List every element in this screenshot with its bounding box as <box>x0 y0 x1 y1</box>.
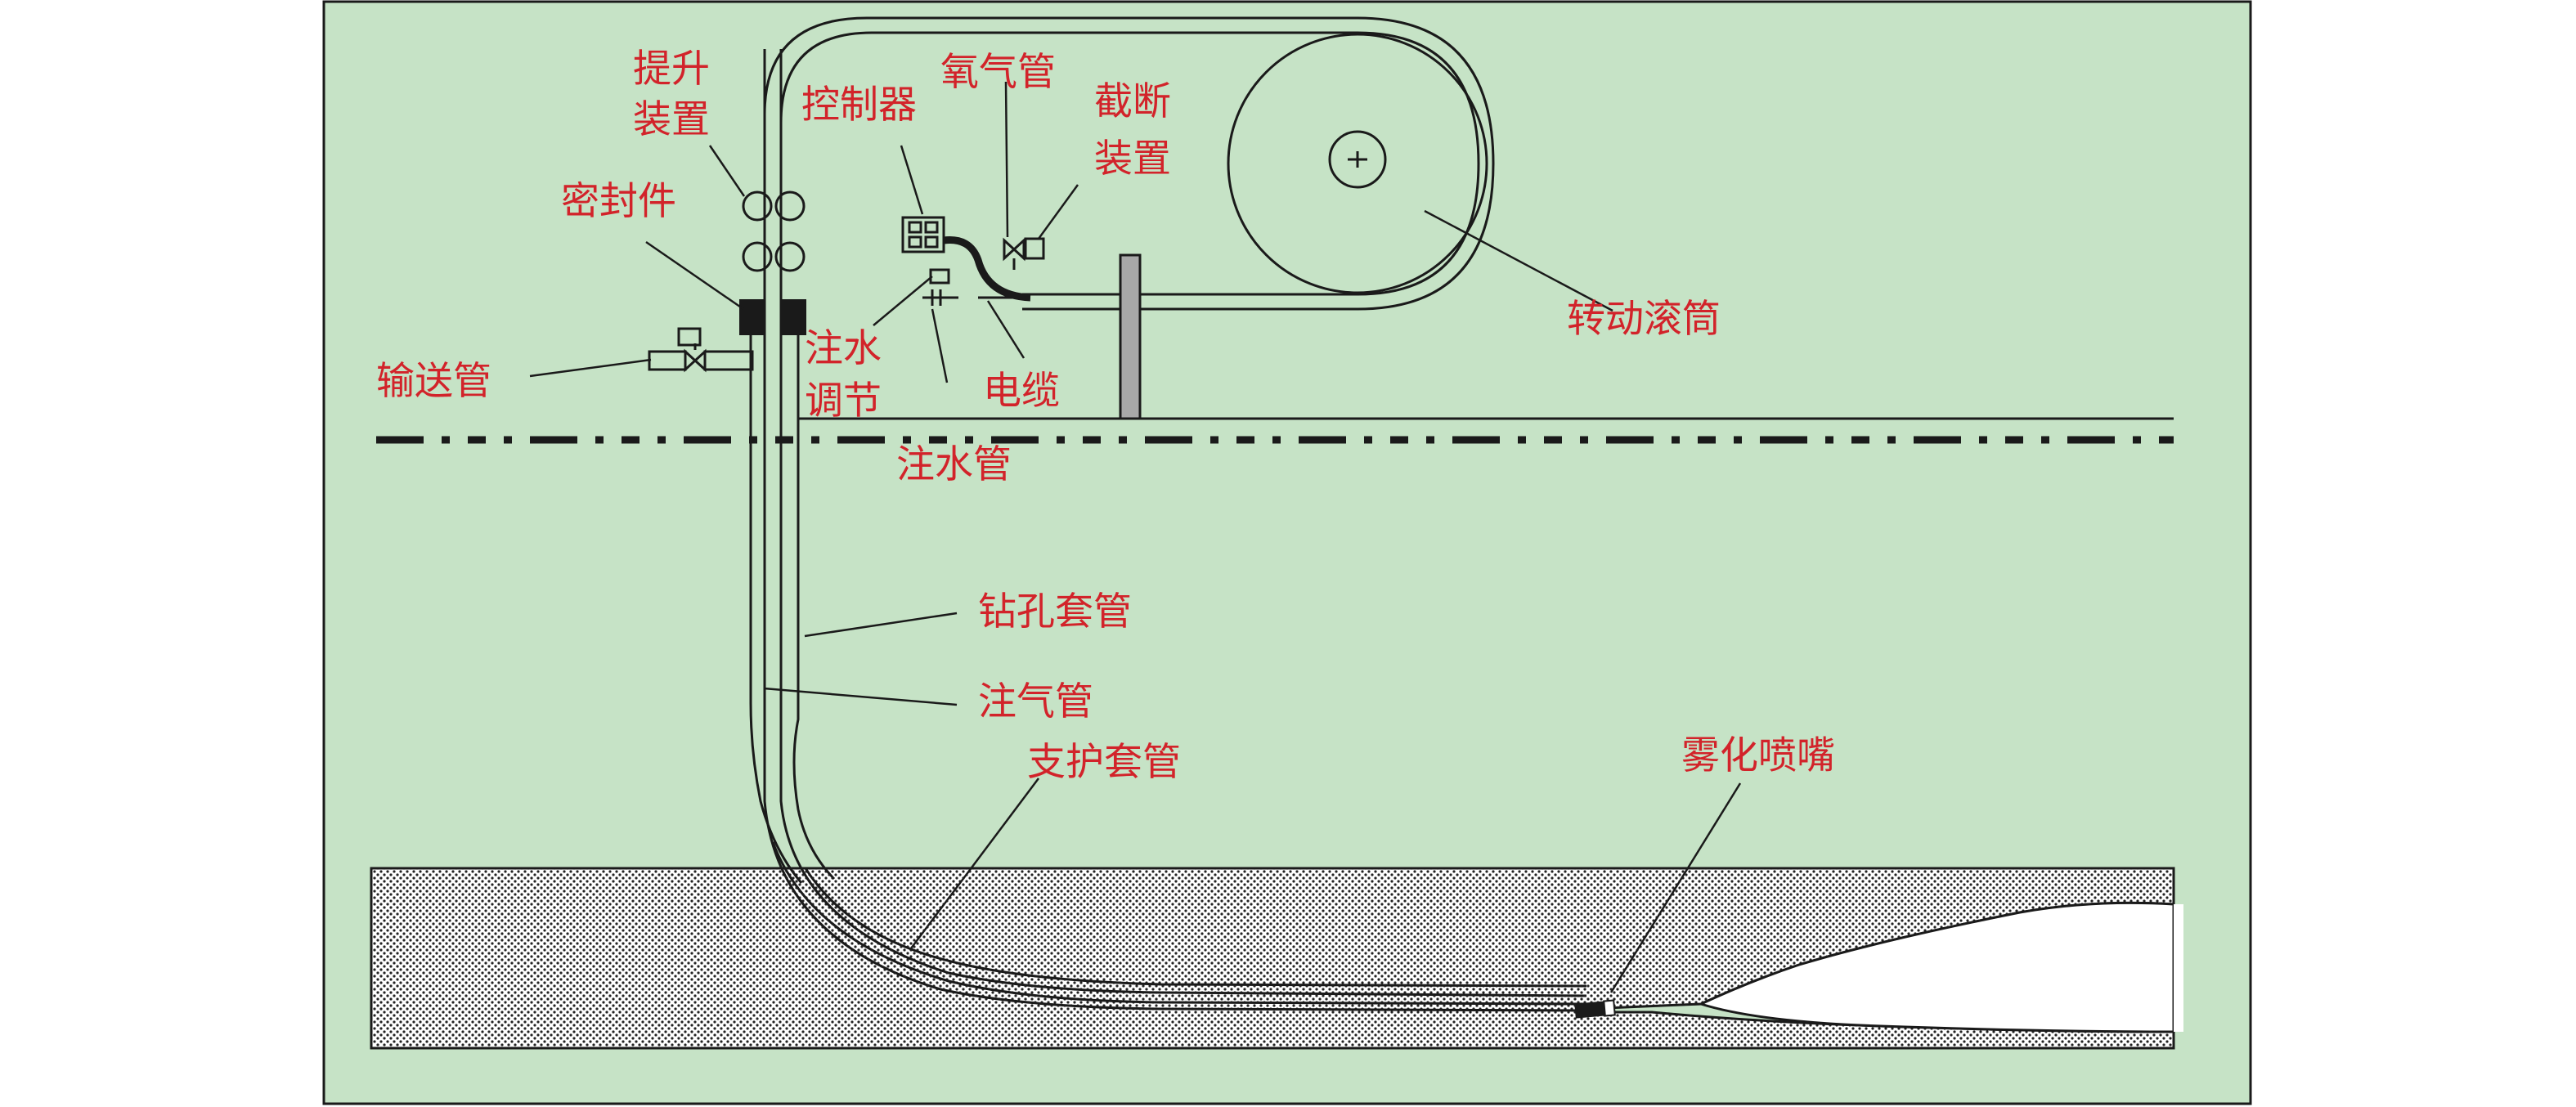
label-atomizing-nozzle: 雾化喷嘴 <box>1681 733 1835 778</box>
label-cutoff-device-line2: 装置 <box>1094 137 1171 182</box>
label-oxygen-pipe: 氧气管 <box>940 50 1056 95</box>
cable-line <box>943 236 1031 302</box>
label-rotating-drum: 转动滚筒 <box>1567 297 1721 342</box>
label-gas-inject-pipe: 注气管 <box>978 679 1093 724</box>
label-delivery-pipe: 输送管 <box>376 359 491 404</box>
label-water-inject-pipe: 注水管 <box>896 442 1012 487</box>
drum-axle <box>1328 130 1387 189</box>
label-lift-device-line1: 提升 <box>633 47 710 92</box>
water-inject-regulator <box>922 268 958 306</box>
gas-inject-pipe <box>763 49 1587 1012</box>
rotating-drum <box>1227 33 1488 294</box>
borehole-casing <box>749 335 836 884</box>
controller-device <box>901 216 945 253</box>
cutoff-valve <box>1003 237 1045 270</box>
leader-lines <box>529 81 1742 993</box>
label-cutoff-device-line1: 截断 <box>1094 79 1171 124</box>
label-borehole-casing: 钻孔套管 <box>978 589 1132 634</box>
label-controller: 控制器 <box>801 83 917 128</box>
seal-blocks <box>739 299 806 335</box>
coal-seam <box>370 867 2183 1050</box>
label-water-inject-adjust-line2: 调节 <box>805 379 882 424</box>
label-lift-device-line2: 装置 <box>633 97 710 142</box>
label-support-casing: 支护套管 <box>1027 740 1181 785</box>
atomizing-nozzle <box>1574 999 1616 1019</box>
label-water-inject-adjust-line1: 注水 <box>805 326 882 371</box>
label-cable: 电缆 <box>983 369 1060 414</box>
delivery-pipe-assembly <box>648 327 754 383</box>
label-seal: 密封件 <box>561 179 676 224</box>
lifting-rollers <box>742 190 806 272</box>
support-post <box>1119 253 1142 420</box>
cable-loop <box>763 16 1495 311</box>
